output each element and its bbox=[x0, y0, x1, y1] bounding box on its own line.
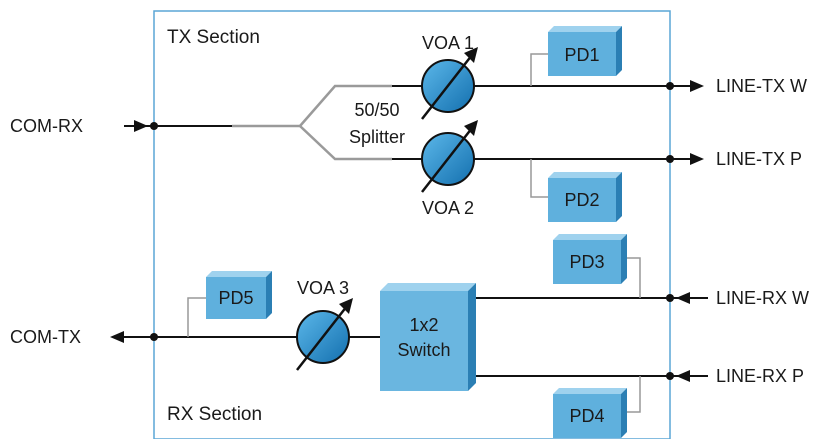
junction-dot-icon bbox=[666, 372, 674, 380]
arrowhead-icon bbox=[110, 331, 124, 343]
voa-3 bbox=[296, 298, 353, 371]
junction-dot-icon bbox=[150, 333, 158, 341]
junction-dot-icon bbox=[150, 122, 158, 130]
voa3-label: VOA 3 bbox=[297, 278, 349, 298]
photodiode-block-icon bbox=[553, 388, 627, 438]
port-line-rx-w-label: LINE-RX W bbox=[716, 288, 809, 308]
arrowhead-icon bbox=[134, 120, 148, 132]
variable-optical-attenuator-icon bbox=[421, 120, 478, 193]
splitter-label-line2: Splitter bbox=[349, 127, 405, 147]
tx-section-label: TX Section bbox=[167, 27, 260, 48]
pd4-label: PD4 bbox=[569, 406, 604, 426]
photodiode-block-icon bbox=[548, 172, 622, 222]
arrowhead-icon bbox=[690, 80, 704, 92]
pd3-block: PD3 bbox=[553, 234, 627, 284]
port-com-rx-label: COM-RX bbox=[10, 116, 83, 136]
port-com-tx-label: COM-TX bbox=[10, 327, 81, 347]
switch-label-line2: Switch bbox=[397, 340, 450, 360]
splitter-label-line1: 50/50 bbox=[354, 100, 399, 120]
port-line-tx-w-label: LINE-TX W bbox=[716, 76, 807, 96]
pd1-block: PD1 bbox=[548, 26, 622, 76]
pd2-block: PD2 bbox=[548, 172, 622, 222]
switch-label-line1: 1x2 bbox=[409, 315, 438, 335]
port-line-tx-p-label: LINE-TX P bbox=[716, 149, 802, 169]
arrowheads bbox=[110, 80, 704, 382]
arrowhead-icon bbox=[676, 370, 690, 382]
voa-1 bbox=[421, 47, 478, 120]
switch-1x2-block: 1x2 Switch bbox=[380, 283, 476, 391]
pd4-block: PD4 bbox=[553, 388, 627, 438]
pd3-label: PD3 bbox=[569, 252, 604, 272]
junction-dots bbox=[150, 82, 674, 380]
arrowhead-icon bbox=[690, 153, 704, 165]
pd5-block: PD5 bbox=[206, 271, 272, 319]
pd1-label: PD1 bbox=[564, 45, 599, 65]
photodiode-block-icon bbox=[206, 271, 272, 319]
rx-section-label: RX Section bbox=[167, 404, 262, 425]
pd2-label: PD2 bbox=[564, 190, 599, 210]
photodiode-block-icon bbox=[548, 26, 622, 76]
pd5-label: PD5 bbox=[218, 288, 253, 308]
voa2-label: VOA 2 bbox=[422, 198, 474, 218]
junction-dot-icon bbox=[666, 294, 674, 302]
photodiode-block-icon bbox=[553, 234, 627, 284]
voa-2 bbox=[421, 120, 478, 193]
variable-optical-attenuator-icon bbox=[421, 47, 478, 120]
module-enclosure bbox=[153, 10, 671, 439]
voa1-label: VOA 1 bbox=[422, 33, 474, 53]
variable-optical-attenuator-icon bbox=[296, 298, 353, 371]
port-line-rx-p-label: LINE-RX P bbox=[716, 366, 804, 386]
arrowhead-icon bbox=[676, 292, 690, 304]
junction-dot-icon bbox=[666, 155, 674, 163]
junction-dot-icon bbox=[666, 82, 674, 90]
